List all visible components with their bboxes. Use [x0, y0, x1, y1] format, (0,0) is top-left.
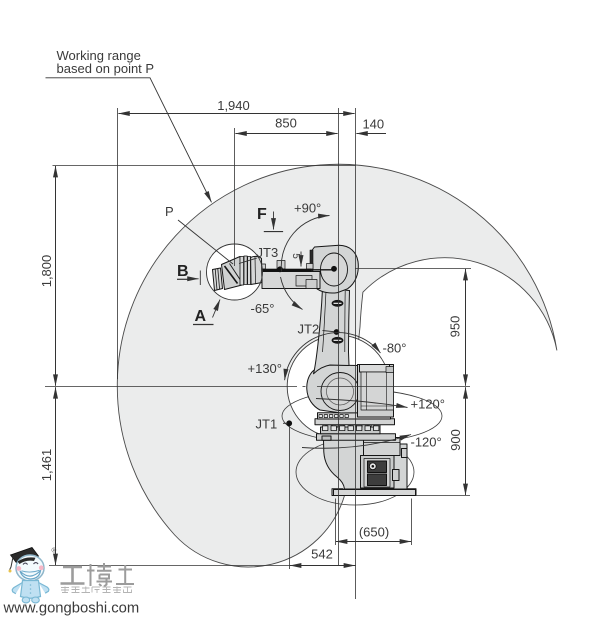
svg-text:JT3: JT3	[257, 245, 279, 260]
svg-text:140: 140	[362, 117, 384, 132]
svg-text:1,461: 1,461	[39, 449, 54, 482]
svg-text:F: F	[257, 206, 267, 223]
svg-text:850: 850	[275, 116, 297, 131]
svg-text:542: 542	[311, 547, 333, 562]
svg-text:+120°: +120°	[411, 397, 445, 412]
svg-text:5: 5	[290, 253, 301, 259]
svg-text:P: P	[165, 204, 174, 219]
svg-text:-65°: -65°	[251, 301, 275, 316]
svg-text:Working range: Working range	[57, 48, 141, 63]
svg-text:B: B	[177, 263, 189, 280]
svg-text:JT1: JT1	[256, 417, 278, 432]
svg-text:900: 900	[448, 429, 463, 451]
svg-text:-80°: -80°	[383, 341, 407, 356]
svg-text:+90°: +90°	[294, 201, 321, 216]
svg-text:1,800: 1,800	[39, 255, 54, 288]
svg-text:-120°: -120°	[411, 435, 442, 450]
svg-text:A: A	[195, 308, 207, 325]
svg-text:www.gongboshi.com: www.gongboshi.com	[3, 601, 140, 617]
svg-text:(650): (650)	[359, 525, 389, 540]
svg-text:JT2: JT2	[298, 322, 320, 337]
svg-text:950: 950	[448, 316, 463, 338]
svg-text:®: ®	[52, 547, 57, 555]
svg-text:1,940: 1,940	[217, 98, 250, 113]
svg-text:based on point P: based on point P	[57, 61, 155, 76]
svg-text:+130°: +130°	[248, 361, 282, 376]
